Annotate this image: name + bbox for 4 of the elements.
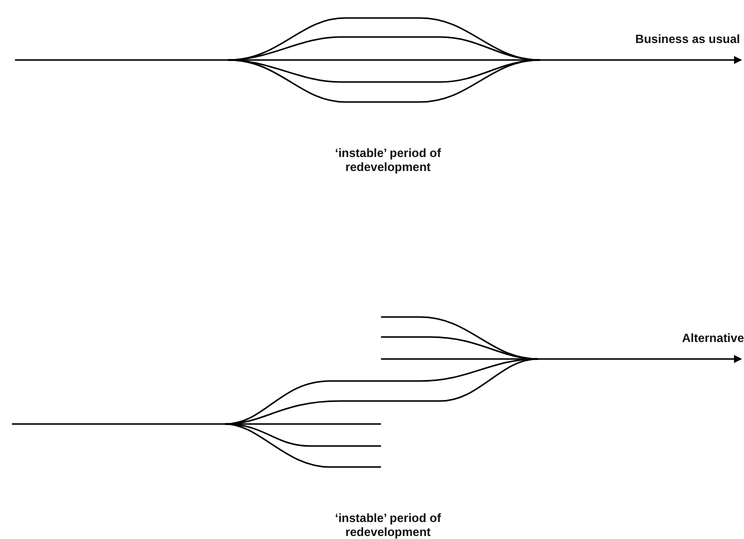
period-caption: ‘instable’ period of redevelopment bbox=[334, 146, 442, 174]
outcome-label: Business as usual bbox=[634, 32, 740, 46]
outcome-label: Alternative bbox=[680, 331, 744, 345]
period-caption: ‘instable’ period of redevelopment bbox=[334, 511, 442, 539]
